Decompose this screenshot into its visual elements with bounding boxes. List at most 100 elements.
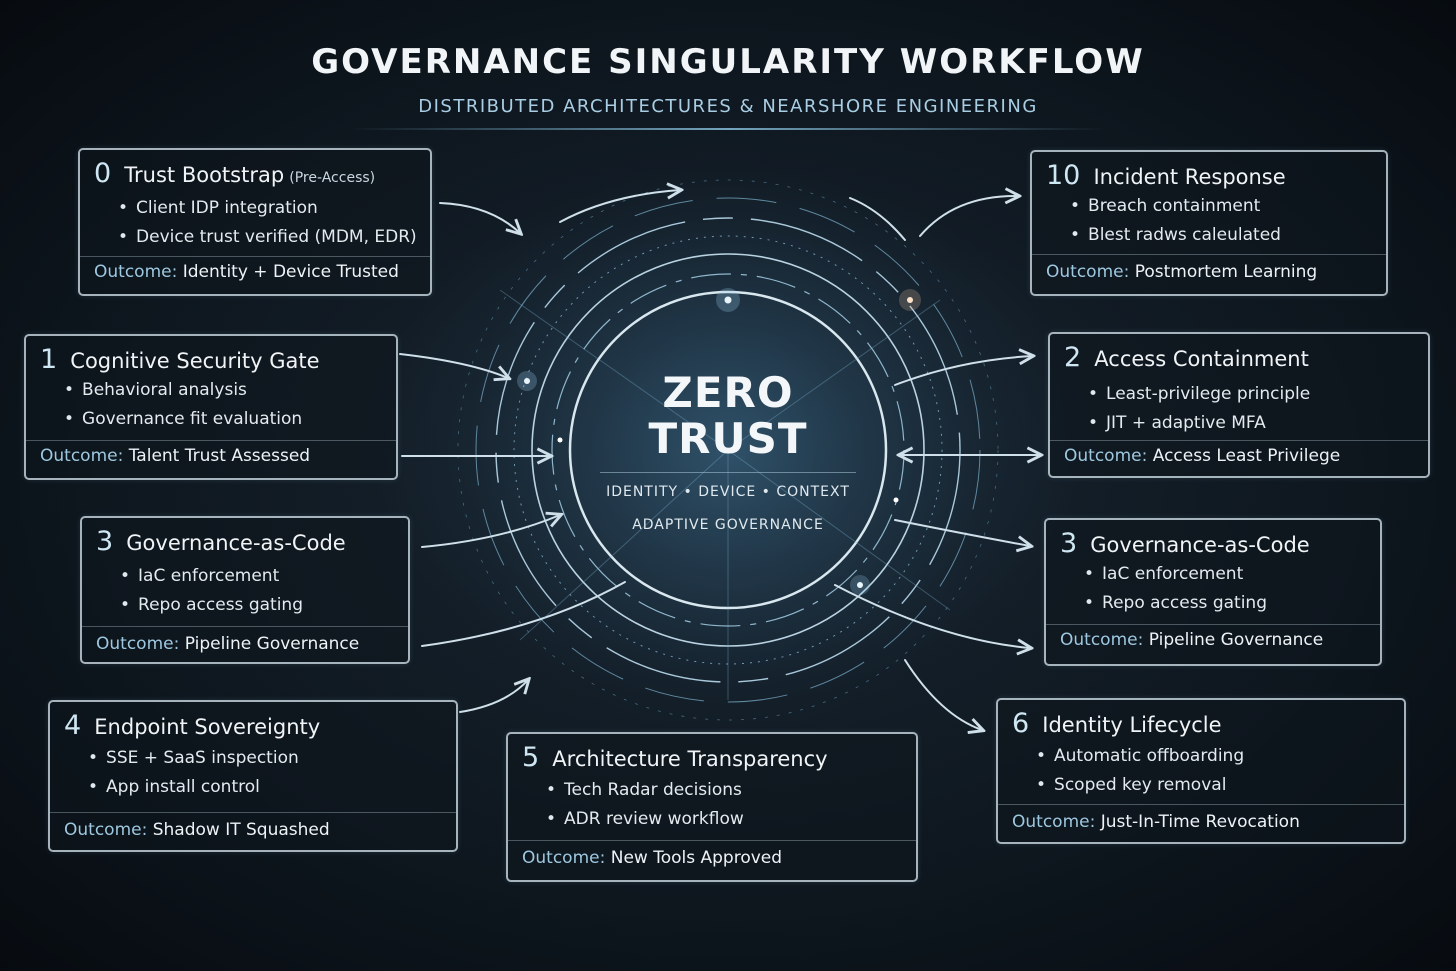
core-title-line2: TRUST — [648, 414, 808, 463]
outcome-label: Outcome: — [64, 820, 148, 840]
bullet-item: Breach containment — [1070, 192, 1281, 221]
outcome-label: Outcome: — [1060, 630, 1144, 650]
card-divider — [1050, 440, 1428, 441]
bullet-item: Device trust verified (MDM, EDR) — [118, 223, 417, 252]
card-outcome: Outcome: Pipeline Governance — [96, 634, 359, 654]
arrow-core-to-incident — [919, 196, 1018, 237]
outcome-value: Talent Trust Assessed — [128, 446, 311, 466]
title-divider — [350, 128, 1106, 130]
outcome-value: Pipeline Governance — [1148, 630, 1324, 650]
step-name: Incident Response — [1093, 165, 1286, 189]
card-divider — [1046, 624, 1380, 625]
bullet-item: Least-privilege principle — [1088, 380, 1310, 409]
card-identity-lifecycle: 6 Identity Lifecycle Automatic offboardi… — [996, 698, 1406, 844]
arrow-endpoint-to-core — [459, 680, 528, 713]
bullet-item: App install control — [88, 773, 299, 802]
arrow-core-to-gac-right-outcome — [834, 584, 1030, 648]
outcome-label: Outcome: — [1064, 446, 1148, 466]
step-number: 10 — [1046, 160, 1081, 191]
card-outcome: Outcome: Identity + Device Trusted — [94, 262, 399, 282]
outcome-label: Outcome: — [1012, 812, 1096, 832]
arrow-core-to-identity — [904, 659, 982, 730]
card-header: 3 Governance-as-Code — [96, 526, 346, 557]
bullet-item: Automatic offboarding — [1036, 742, 1244, 771]
outcome-value: Shadow IT Squashed — [152, 820, 330, 840]
arrow-core-top — [559, 190, 680, 223]
arrow-core-to-gac-right — [894, 519, 1030, 546]
bullet-list: Breach containment Blest radws caleulate… — [1070, 192, 1281, 250]
card-header: 0 Trust Bootstrap (Pre-Access) — [94, 158, 375, 189]
card-cognitive-security-gate: 1 Cognitive Security Gate Behavioral ana… — [24, 334, 398, 480]
core-divider — [600, 472, 856, 473]
outcome-value: Postmortem Learning — [1134, 262, 1318, 282]
outcome-value: Just-In-Time Revocation — [1100, 812, 1300, 832]
bullet-list: IaC enforcement Repo access gating — [120, 562, 303, 620]
outcome-value: Access Least Privilege — [1152, 446, 1341, 466]
card-header: 6 Identity Lifecycle — [1012, 708, 1222, 739]
step-name: Governance-as-Code — [126, 531, 346, 555]
card-header: 4 Endpoint Sovereignty — [64, 710, 320, 741]
arrow-gac-left-to-core — [421, 515, 560, 548]
step-number: 3 — [96, 526, 114, 557]
bullet-item: Blest radws caleulated — [1070, 221, 1281, 250]
card-header: 10 Incident Response — [1046, 160, 1286, 191]
card-trust-bootstrap: 0 Trust Bootstrap (Pre-Access) Client ID… — [78, 148, 432, 296]
arrow-incident-return — [849, 197, 906, 241]
card-access-containment: 2 Access Containment Least-privilege pri… — [1048, 332, 1430, 478]
core-subtitle-line1: IDENTITY • DEVICE • CONTEXT — [606, 484, 850, 500]
step-number: 4 — [64, 710, 82, 741]
bullet-item: Behavioral analysis — [64, 376, 302, 405]
bullet-item: Client IDP integration — [118, 194, 417, 223]
card-outcome: Outcome: Talent Trust Assessed — [40, 446, 310, 466]
step-number: 6 — [1012, 708, 1030, 739]
card-header: 5 Architecture Transparency — [522, 742, 828, 773]
card-header: 2 Access Containment — [1064, 342, 1309, 373]
step-note: (Pre-Access) — [289, 170, 376, 186]
bullet-list: Tech Radar decisions ADR review workflow — [546, 776, 744, 834]
connector-arrows — [399, 190, 1040, 730]
step-name: Architecture Transparency — [552, 747, 828, 771]
card-divider — [82, 626, 408, 627]
card-endpoint-sovereignty: 4 Endpoint Sovereignty SSE + SaaS inspec… — [48, 700, 458, 852]
outcome-label: Outcome: — [94, 262, 178, 282]
card-divider — [508, 840, 916, 841]
card-outcome: Outcome: Shadow IT Squashed — [64, 820, 330, 840]
card-divider — [50, 812, 456, 813]
diagram-subtitle: DISTRIBUTED ARCHITECTURES & NEARSHORE EN… — [418, 96, 1038, 117]
step-name: Cognitive Security Gate — [70, 349, 320, 373]
outcome-label: Outcome: — [40, 446, 124, 466]
core-subtitle-line2: ADAPTIVE GOVERNANCE — [632, 517, 824, 533]
bullet-item: Repo access gating — [120, 591, 303, 620]
diagram-title: GOVERNANCE SINGULARITY WORKFLOW — [311, 42, 1145, 82]
card-header: 3 Governance-as-Code — [1060, 528, 1310, 559]
outcome-label: Outcome: — [522, 848, 606, 868]
bullet-item: IaC enforcement — [1084, 560, 1267, 589]
bullet-list: SSE + SaaS inspection App install contro… — [88, 744, 299, 802]
bullet-item: Scoped key removal — [1036, 771, 1244, 800]
step-name: Access Containment — [1094, 347, 1309, 371]
step-number: 5 — [522, 742, 540, 773]
bullet-item: Governance fit evaluation — [64, 405, 302, 434]
card-header: 1 Cognitive Security Gate — [40, 344, 320, 375]
data-rays — [499, 289, 951, 700]
bullet-list: Behavioral analysis Governance fit evalu… — [64, 376, 302, 434]
card-outcome: Outcome: New Tools Approved — [522, 848, 782, 868]
bullet-list: Automatic offboarding Scoped key removal — [1036, 742, 1244, 800]
outcome-label: Outcome: — [1046, 262, 1130, 282]
bullet-list: Least-privilege principle JIT + adaptive… — [1088, 380, 1310, 438]
card-divider — [80, 256, 430, 257]
card-architecture-transparency: 5 Architecture Transparency Tech Radar d… — [506, 732, 918, 882]
arrow-trust-bootstrap-to-core — [439, 202, 520, 233]
bullet-item: JIT + adaptive MFA — [1088, 409, 1310, 438]
bullet-item: Repo access gating — [1084, 589, 1267, 618]
outcome-label: Outcome: — [96, 634, 180, 654]
step-name: Identity Lifecycle — [1042, 713, 1222, 737]
core-title-line1: ZERO — [662, 368, 794, 417]
card-divider — [26, 440, 396, 441]
arrow-cognitive-to-core — [399, 353, 508, 378]
core-glow — [398, 120, 1058, 780]
outcome-value: Pipeline Governance — [184, 634, 360, 654]
arrow-core-to-access — [894, 356, 1032, 386]
card-outcome: Outcome: Access Least Privilege — [1064, 446, 1340, 466]
